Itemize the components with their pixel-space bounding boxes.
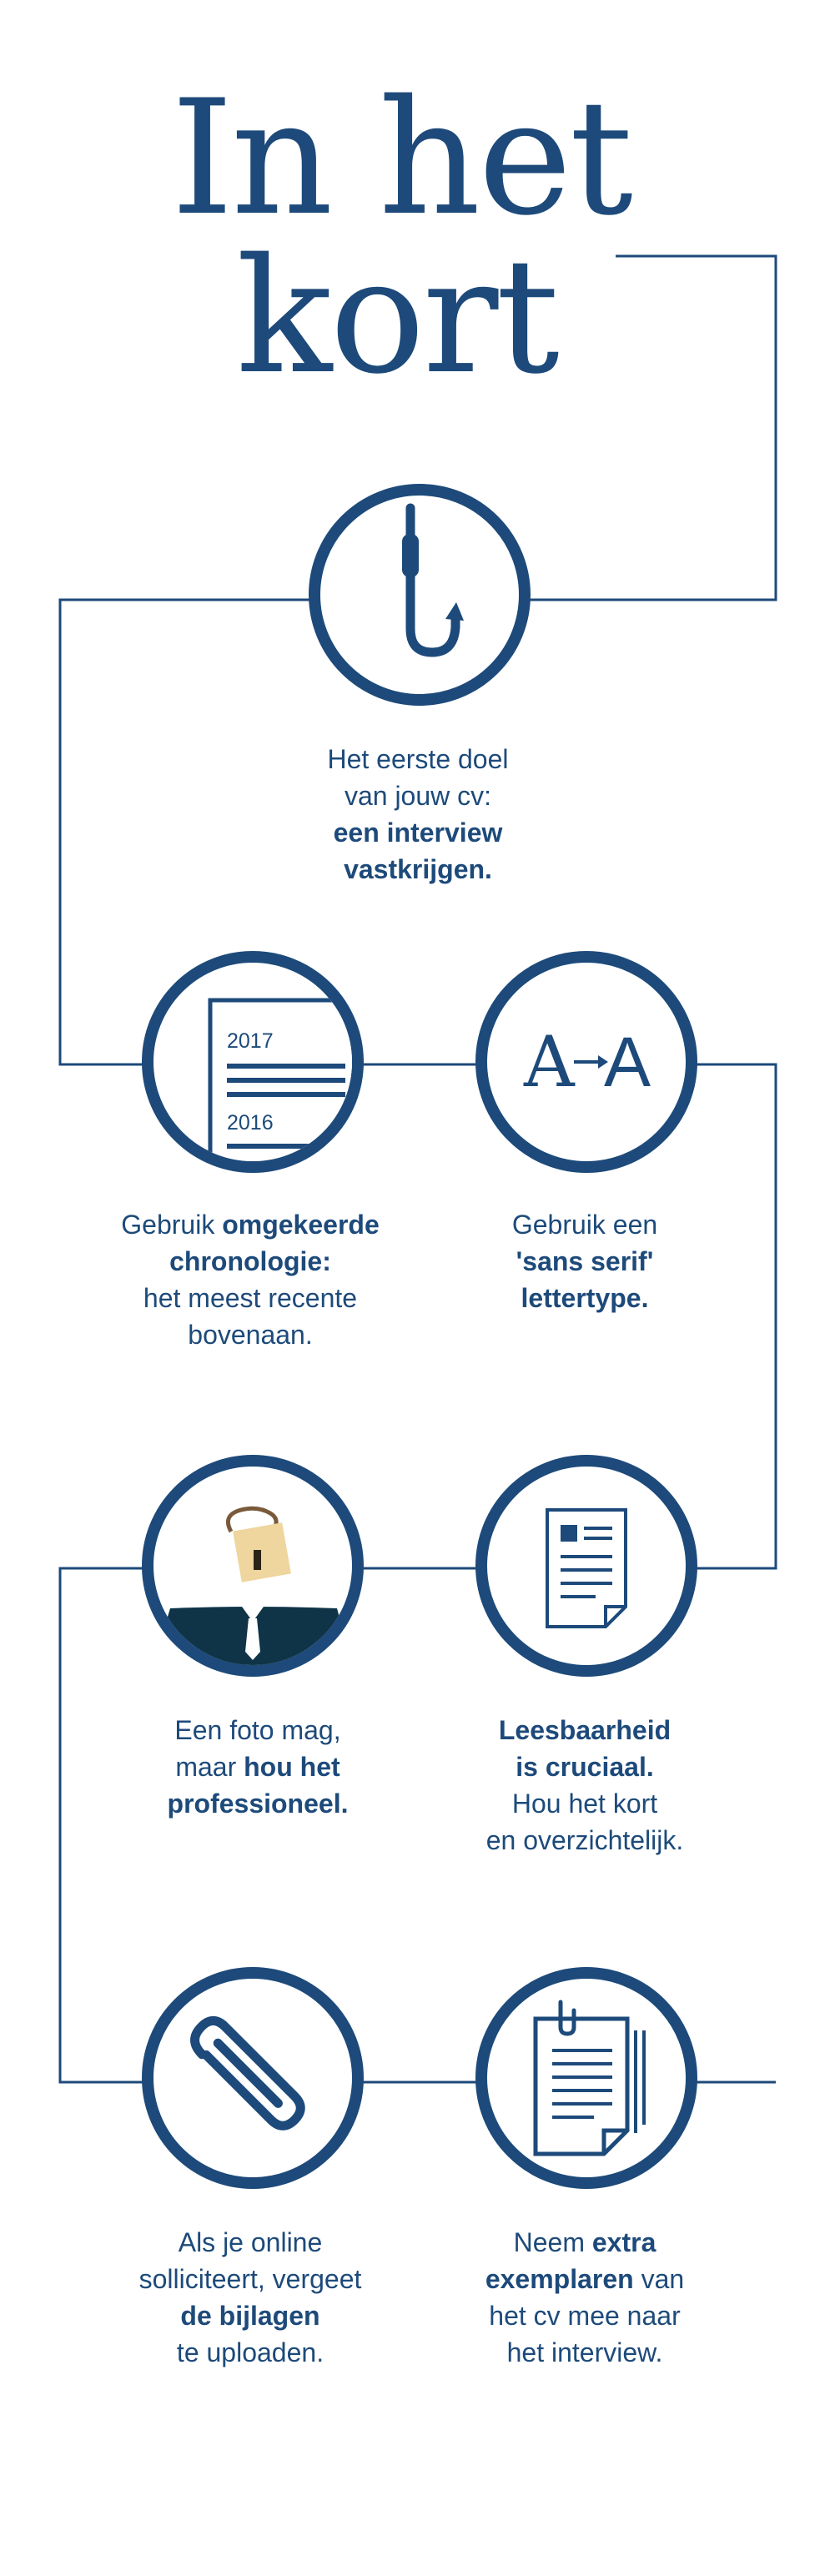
font-change-icon: A A — [523, 1021, 651, 1103]
tip-1-line-2: van jouw cv: — [344, 781, 492, 811]
tip-5-circle — [475, 1455, 697, 1677]
document-copies-icon — [533, 2000, 646, 2156]
tip-6-circle — [142, 1967, 364, 2189]
tip-7-caption: Neem extra exemplaren van het cv mee naa… — [426, 2224, 743, 2371]
tip-6-line-1: Als je online — [178, 2227, 323, 2257]
tip-2-line-1: Gebruik omgekeerde — [121, 1210, 380, 1240]
tip-5-line-1: Leesbaarheid — [498, 1715, 672, 1745]
paperclip-icon — [190, 2015, 305, 2131]
tip-5-caption: Leesbaarheid is cruciaal. Hou het kort e… — [426, 1712, 743, 1859]
tip-5-line-3: Hou het kort — [511, 1789, 658, 1819]
tip-6-line-4: te uploaden. — [176, 2337, 324, 2367]
suit-photo-icon — [153, 1506, 352, 1665]
tip-3-line-1: Gebruik een — [511, 1210, 658, 1240]
document-icon — [546, 1508, 627, 1628]
tip-1-line-4: vastkrijgen. — [344, 854, 492, 884]
tip-7-line-3: het cv mee naar — [489, 2301, 681, 2331]
tip-4-circle — [142, 1455, 364, 1677]
tip-3-line-3: lettertype. — [521, 1283, 649, 1313]
tip-6-caption: Als je online solliciteert, vergeet de b… — [92, 2224, 409, 2371]
tip-4-caption: Een foto mag, maar hou het professioneel… — [99, 1712, 416, 1822]
tip-1-caption: Het eerste doel van jouw cv: een intervi… — [259, 741, 576, 888]
tip-2-line-2: chronologie: — [169, 1246, 331, 1276]
tip-7-line-2: exemplaren van — [485, 2264, 685, 2294]
tip-1-line-3: een interview — [333, 818, 503, 848]
year-2017: 2017 — [227, 1029, 274, 1053]
page-title-line-1: In het — [171, 66, 633, 250]
tip-3-line-2: 'sans serif' — [516, 1246, 654, 1276]
tip-7-line-1: Neem extra — [513, 2227, 656, 2257]
tip-4-line-3: professioneel. — [167, 1789, 349, 1819]
tip-2-line-3: het meest recente — [143, 1283, 358, 1313]
tip-2-line-4: bovenaan. — [188, 1320, 313, 1350]
tip-7-line-4: het interview. — [506, 2337, 663, 2367]
tip-2-caption: Gebruik omgekeerde chronologie: het mees… — [92, 1206, 409, 1353]
sans-letter: A — [604, 1023, 651, 1101]
tip-1-line-1: Het eerste doel — [327, 744, 509, 774]
tip-4-line-2: maar hou het — [175, 1752, 340, 1782]
tip-6-line-3: de bijlagen — [180, 2301, 320, 2331]
tip-2-circle: 2017 2016 — [142, 951, 364, 1173]
tip-7-circle — [475, 1967, 697, 2189]
cv-document-icon: 2017 2016 — [208, 998, 352, 1161]
year-2016: 2016 — [227, 1111, 274, 1135]
tip-3-caption: Gebruik een 'sans serif' lettertype. — [426, 1206, 743, 1316]
fishhook-icon — [402, 503, 464, 657]
tip-1-circle — [309, 484, 531, 706]
serif-letter: A — [523, 1021, 576, 1103]
tip-5-line-2: is cruciaal. — [516, 1752, 654, 1782]
page-title-line-2: kort — [236, 224, 560, 409]
tip-4-line-1: Een foto mag, — [174, 1715, 341, 1745]
tip-6-line-2: solliciteert, vergeet — [138, 2264, 362, 2294]
tip-5-line-4: en overzichtelijk. — [485, 1825, 684, 1855]
tip-3-circle: A A — [475, 951, 697, 1173]
